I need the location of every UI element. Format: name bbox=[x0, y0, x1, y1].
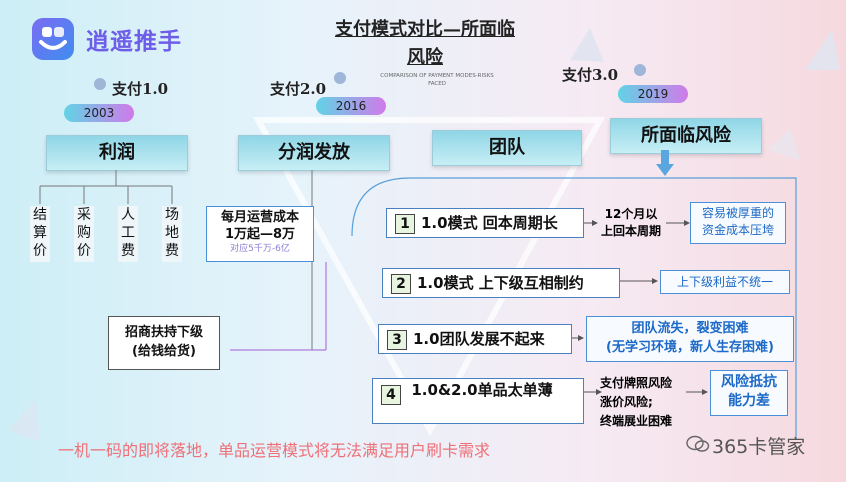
year-badge: 2019 bbox=[618, 85, 688, 103]
risk1-detail: 12个月以 上回本周期 bbox=[596, 206, 666, 240]
risk-text: 1.0模式 上下级互相制约 bbox=[417, 274, 584, 292]
risk-text: 1.0&2.0单品太单薄 bbox=[411, 381, 553, 399]
era-dot bbox=[334, 72, 346, 84]
cost-box-line2: 1万起—8万 bbox=[224, 227, 296, 242]
era-dot bbox=[94, 78, 106, 90]
era-label: 支付2.0 bbox=[270, 80, 327, 98]
risk1-consequence-line1: 容易被厚重的 bbox=[701, 206, 774, 220]
category-box: 利润 bbox=[46, 135, 188, 171]
year-badge: 2016 bbox=[316, 97, 386, 115]
cost-box: 每月运营成本 1万起—8万 对应5千万-6亿 bbox=[206, 206, 314, 262]
logo-text: 逍遥推手 bbox=[86, 29, 182, 55]
watermark: 365卡管家 bbox=[712, 436, 806, 458]
merchant-box-line1: 招商扶持下级 bbox=[124, 325, 203, 340]
profit-item: 采购价 bbox=[74, 206, 94, 262]
risk-number: 1 bbox=[395, 214, 415, 234]
risk4-detail-line1: 支付牌照风险 bbox=[600, 376, 673, 390]
era-dot bbox=[634, 64, 646, 76]
merchant-box-line2: (给钱给货) bbox=[132, 344, 196, 359]
profit-item: 场地费 bbox=[162, 206, 182, 262]
risk4-consequence-line2: 能力差 bbox=[728, 393, 770, 409]
risk-text: 1.0模式 回本周期长 bbox=[421, 214, 558, 232]
risk-item: 1 1.0模式 回本周期长 bbox=[386, 208, 584, 238]
category-box: 团队 bbox=[432, 130, 582, 166]
page-title: 支付模式对比—所面临风险 bbox=[335, 19, 515, 68]
risk1-consequence-line2: 资金成本压垮 bbox=[701, 223, 774, 237]
risk1-consequence: 容易被厚重的 资金成本压垮 bbox=[690, 202, 786, 244]
risk1-detail-line2: 上回本周期 bbox=[600, 224, 661, 238]
era-label: 支付3.0 bbox=[562, 66, 619, 84]
category-box: 所面临风险 bbox=[610, 118, 762, 154]
risk3-consequence: 团队流失，裂变困难 (无学习环境，新人生存困难) bbox=[586, 316, 794, 362]
down-arrow-icon bbox=[656, 150, 674, 176]
risk4-detail-line3: 终端展业困难 bbox=[600, 414, 673, 428]
logo-icon bbox=[32, 18, 74, 60]
risk-number: 3 bbox=[387, 330, 407, 350]
risk3-consequence-line2: (无学习环境，新人生存困难) bbox=[606, 340, 774, 355]
profit-item: 人工费 bbox=[118, 206, 138, 262]
risk-item: 4 1.0&2.0单品太单薄 bbox=[372, 378, 584, 424]
risk4-consequence: 风险抵抗 能力差 bbox=[710, 370, 788, 416]
risk-number: 2 bbox=[391, 274, 411, 294]
risk4-consequence-line1: 风险抵抗 bbox=[721, 374, 777, 390]
cost-box-line1: 每月运营成本 bbox=[220, 210, 299, 225]
risk4-detail-line2: 涨价风险; bbox=[600, 395, 653, 409]
risk1-detail-line1: 12个月以 bbox=[604, 207, 658, 221]
risk-item: 3 1.0团队发展不起来 bbox=[378, 324, 572, 354]
cost-box-note: 对应5千万-6亿 bbox=[230, 244, 290, 254]
profit-item: 结算价 bbox=[30, 206, 50, 262]
bottom-note: 一机一码的即将落地，单品运营模式将无法满足用户刷卡需求 bbox=[58, 441, 491, 460]
risk2-consequence: 上下级利益不统一 bbox=[660, 270, 790, 294]
risk4-detail: 支付牌照风险 涨价风险; 终端展业困难 bbox=[600, 374, 688, 431]
era-label: 支付1.0 bbox=[112, 80, 169, 98]
merchant-support-box: 招商扶持下级 (给钱给货) bbox=[108, 316, 220, 370]
risk-number: 4 bbox=[381, 385, 401, 405]
risk-item: 2 1.0模式 上下级互相制约 bbox=[382, 268, 620, 298]
category-box: 分润发放 bbox=[238, 135, 390, 171]
year-badge: 2003 bbox=[64, 104, 134, 122]
page-subtitle: COMPARISON OF PAYMENT MODES-RISKS FACED bbox=[380, 73, 494, 87]
risk3-consequence-line1: 团队流失，裂变困难 bbox=[631, 321, 749, 336]
wechat-icon bbox=[686, 435, 710, 452]
risk-text: 1.0团队发展不起来 bbox=[413, 330, 545, 348]
